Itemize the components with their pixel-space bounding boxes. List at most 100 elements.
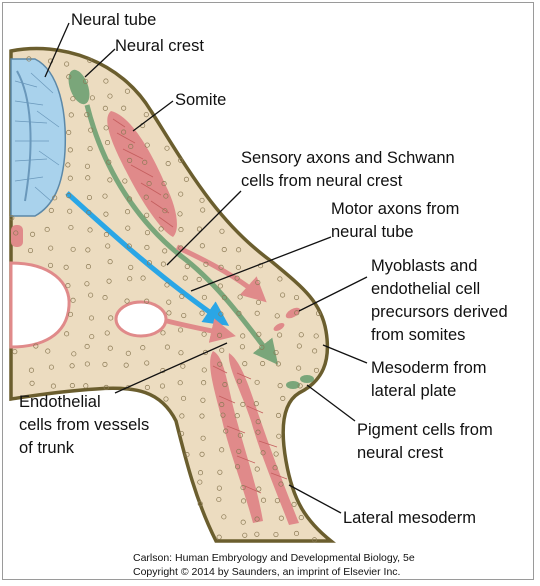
mesenchyme-cell <box>13 230 19 236</box>
mesenchyme-cell <box>217 283 223 289</box>
mesenchyme-cell <box>123 362 129 368</box>
mesenchyme-cell <box>66 74 72 80</box>
pigment-cell <box>286 381 300 389</box>
mesenchyme-cell <box>48 364 54 370</box>
mesenchyme-cell <box>183 176 189 182</box>
mesenchyme-cell <box>144 244 150 251</box>
mesenchyme-cell <box>242 532 248 538</box>
mesenchyme-cell <box>64 331 70 337</box>
mesenchyme-cell <box>298 515 304 521</box>
neural-crest-shape <box>68 69 90 105</box>
mesenchyme-cell <box>105 243 111 249</box>
label-sensory-axons-2: cells from neural crest <box>241 172 403 190</box>
mesenchyme-cell <box>277 332 283 338</box>
label-neural-crest: Neural crest <box>115 37 204 55</box>
mesenchyme-cell <box>146 260 152 266</box>
mesenchyme-cell <box>313 333 319 339</box>
mesenchyme-cell <box>66 193 72 199</box>
mesenchyme-cell <box>197 501 203 507</box>
mesenchyme-cell <box>144 230 151 236</box>
mesenchyme-cell <box>200 397 206 403</box>
mesenchyme-cell <box>68 224 74 231</box>
mesenchyme-cell <box>165 160 171 167</box>
mesenchyme-cell <box>88 315 95 321</box>
mesenchyme-cell <box>276 433 282 439</box>
mesenchyme-cell <box>102 361 108 367</box>
mesenchyme-cell <box>164 145 170 151</box>
vessel-migration-arrow <box>166 318 236 343</box>
mesenchyme-cell <box>67 147 73 153</box>
mesenchyme-cell <box>179 431 185 437</box>
mesenchyme-cell <box>127 196 133 202</box>
mesenchyme-cell <box>199 413 205 419</box>
label-neural-tube: Neural tube <box>71 11 156 29</box>
mesenchyme-cell <box>85 264 91 270</box>
mesenchyme-cell <box>163 396 169 402</box>
mesenchyme-cell <box>200 435 206 441</box>
mesenchyme-cell <box>103 211 109 217</box>
mesenchyme-cell <box>160 261 166 267</box>
mesenchyme-cell <box>85 247 91 253</box>
mesenchyme-cell <box>254 531 260 537</box>
mesenchyme-cell <box>260 497 267 503</box>
mesenchyme-cell <box>124 298 130 304</box>
mesenchyme-cell <box>182 275 188 281</box>
mesenchyme-cell <box>221 246 227 253</box>
mesenchyme-cell <box>199 310 205 316</box>
mesenchyme-cell <box>107 259 113 265</box>
mesenchyme-cell <box>221 514 227 520</box>
somite-shape <box>107 111 177 237</box>
mesenchyme-cell <box>127 276 133 282</box>
mesenchyme-cell <box>106 278 112 284</box>
mesenchyme-cell <box>124 88 130 94</box>
mesenchyme-cell <box>260 360 266 367</box>
mesenchyme-cell <box>273 451 279 457</box>
mesenchyme-cell <box>234 275 240 281</box>
mesenchyme-cell <box>218 311 224 317</box>
mesenchyme-cell <box>144 298 150 304</box>
mesenchyme-cell <box>274 313 280 319</box>
mesenchyme-cell <box>107 177 113 183</box>
label-sensory-axons-1: Sensory axons and Schwann <box>241 149 455 167</box>
mesenchyme-cell <box>197 479 203 485</box>
mesenchyme-cell <box>143 112 149 118</box>
neural-crest-migration-arrow <box>84 104 279 365</box>
neural-tube-cells <box>14 72 60 202</box>
mesenchyme-cell <box>273 349 279 356</box>
motor-axon-arrow <box>65 191 230 326</box>
mesenchyme-cell <box>107 345 113 351</box>
mesenchyme-cell <box>256 331 262 337</box>
mesenchyme-cell <box>166 299 172 305</box>
mesenchyme-cell <box>177 211 183 217</box>
mesenchyme-cell <box>254 466 260 472</box>
mesenchyme-cell <box>178 227 184 233</box>
mesenchyme-cell <box>146 181 152 187</box>
mesenchyme-cell <box>65 162 71 168</box>
label-mesoderm-2: lateral plate <box>371 382 456 400</box>
mesenchyme-cell <box>294 310 300 316</box>
mesenchyme-cell <box>201 367 207 373</box>
mesenchyme-cell <box>162 248 168 254</box>
mesenchyme-cell <box>216 485 222 491</box>
somite-stripes <box>112 118 174 228</box>
mesenchyme-cell <box>201 294 207 300</box>
mesenchyme-cell <box>315 310 322 316</box>
mesenchyme-cell <box>144 384 150 390</box>
mesenchyme-cell <box>26 56 32 62</box>
mesenchyme-cell <box>103 125 109 131</box>
lateral-mesoderm-strip-1 <box>210 351 263 523</box>
mesenchyme-cell <box>180 363 186 369</box>
mesenchyme-cell <box>217 361 223 367</box>
mesenchyme-cell <box>143 194 149 200</box>
label-motor-axons-1: Motor axons from <box>331 200 459 218</box>
mesenchyme-cell <box>178 157 184 163</box>
mesenchyme-cell <box>255 429 261 435</box>
mesenchyme-cell <box>199 197 205 203</box>
mesenchyme-cell <box>313 367 319 373</box>
mesenchyme-cell <box>121 129 127 135</box>
mesenchyme-cell <box>277 276 283 282</box>
mesenchyme-cell <box>219 228 225 234</box>
mesenchyme-cell <box>125 209 131 215</box>
mesenchyme-cell <box>159 383 166 389</box>
pigment-cell <box>300 375 314 383</box>
